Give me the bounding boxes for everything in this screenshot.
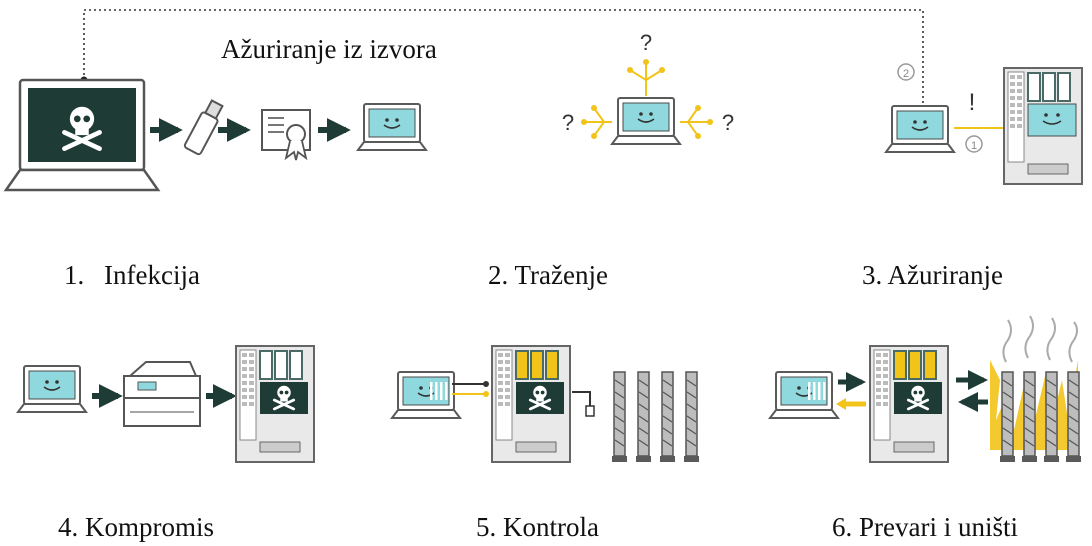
svg-text:1: 1 — [971, 140, 977, 152]
exclamation-mark: ! — [969, 89, 976, 116]
question-mark-top: ? — [640, 30, 652, 55]
step-2-label: 2. Traženje — [488, 262, 608, 289]
svg-text:2: 2 — [903, 68, 909, 80]
certificate-icon — [261, 109, 311, 161]
step-4-compromise-graphic — [17, 345, 315, 463]
source-update-connector — [83, 9, 924, 118]
step-3-label: 3. Ažuriranje — [862, 262, 1003, 289]
printer-icon — [123, 361, 201, 427]
step-6-number: 6. — [832, 512, 853, 542]
controlled-plc-icon — [491, 345, 571, 463]
industrial-columns-icon — [611, 371, 700, 463]
step-1-number: 1. — [64, 260, 85, 290]
step-3-update-graphic: 2 ! 1 — [885, 63, 1083, 185]
step-5-control-graphic — [391, 345, 700, 463]
step-5-title: Kontrola — [503, 512, 599, 542]
step-6-label: 6. Prevari i uništi — [832, 514, 1018, 541]
step-4-number: 4. — [58, 512, 79, 542]
step-3-title: Ažuriranje — [887, 260, 1003, 290]
step-1-label: 1. Infekcija — [64, 262, 200, 289]
plc-controller-icon — [1003, 67, 1083, 185]
step-1-infection-graphic — [3, 78, 427, 192]
step-5-label: 5. Kontrola — [476, 514, 599, 541]
badge-2-icon — [897, 63, 915, 81]
source-update-label: Ažuriranje iz izvora — [221, 34, 437, 64]
step-4-title: Kompromis — [85, 512, 215, 542]
infected-laptop-icon — [3, 78, 161, 192]
step-6-title: Prevari i uništi — [859, 512, 1018, 542]
step-2-searching-graphic: ? ? ? — [562, 30, 734, 145]
step-1-title: Infekcija — [104, 260, 200, 290]
infected-plc-icon — [235, 345, 315, 463]
burning-columns-icon — [990, 315, 1082, 463]
usb-stick-icon — [183, 99, 224, 156]
question-mark-right: ? — [722, 110, 734, 135]
step-6-deceive-destroy-graphic — [769, 315, 1082, 463]
step-5-number: 5. — [476, 512, 497, 542]
badge-1-icon — [965, 135, 983, 153]
step-2-title: Traženje — [514, 260, 608, 290]
sabotaged-plc-icon — [869, 345, 949, 463]
step-4-label: 4. Kompromis — [58, 514, 214, 541]
step-3-number: 3. — [862, 260, 883, 290]
step-2-number: 2. — [488, 260, 509, 290]
question-mark-left: ? — [562, 110, 574, 135]
